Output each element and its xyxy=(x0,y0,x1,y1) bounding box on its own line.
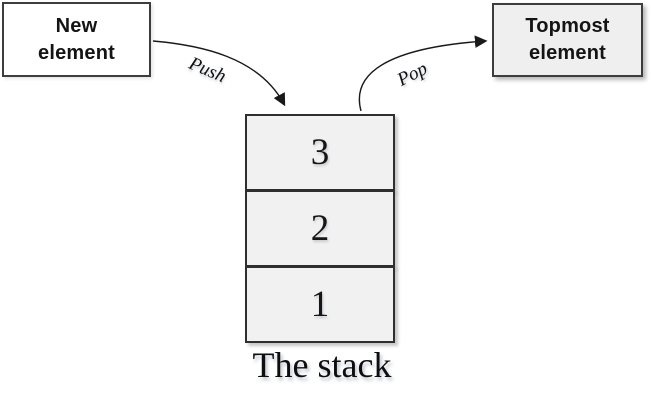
topmost-element-label-line2: element xyxy=(529,42,606,64)
stack: 3 2 1 xyxy=(245,114,395,343)
stack-cell-bottom: 1 xyxy=(245,266,395,343)
topmost-element-label-line1: Topmost xyxy=(525,15,610,37)
topmost-element-box: Topmost element xyxy=(492,3,643,77)
stack-cell-middle: 2 xyxy=(245,190,395,267)
stack-cell-top: 3 xyxy=(245,114,395,191)
stack-caption: The stack xyxy=(252,345,392,385)
new-element-box: New element xyxy=(2,2,151,77)
pop-arrow-label: Pop xyxy=(394,58,431,91)
push-arrow-label: Push xyxy=(185,53,229,88)
new-element-label-line1: New xyxy=(55,14,98,37)
new-element-label-line2: element xyxy=(38,41,115,64)
